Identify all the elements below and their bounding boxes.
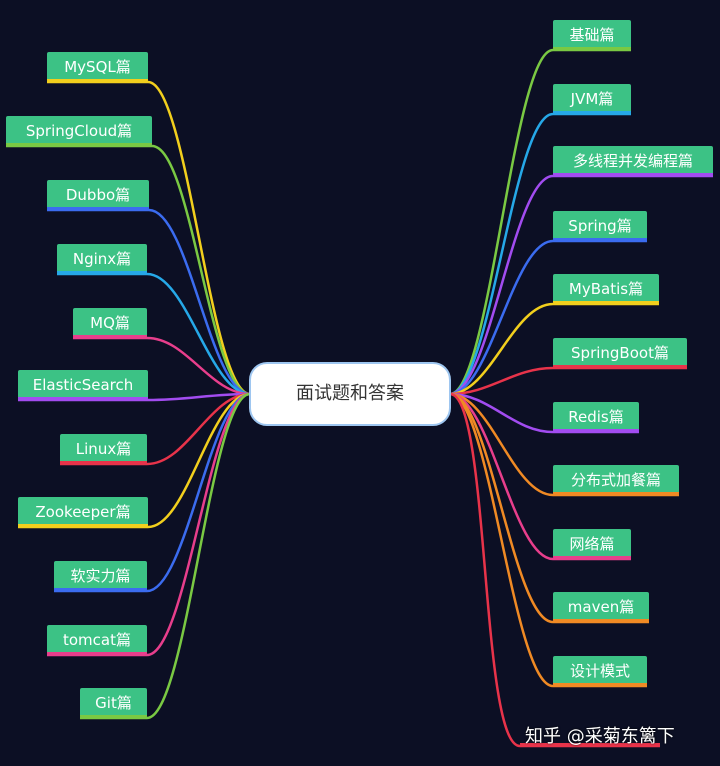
left-branch-node[interactable]: Linux篇 <box>60 434 147 464</box>
left-branch-node[interactable]: Zookeeper篇 <box>18 497 148 527</box>
right-branch-node[interactable]: 基础篇 <box>553 20 631 50</box>
left-branch-node[interactable]: SpringCloud篇 <box>6 116 152 146</box>
left-branch-connector <box>80 392 251 720</box>
left-branch-connector <box>60 392 251 466</box>
left-branch-connector <box>47 392 251 657</box>
right-branch-node[interactable]: Spring篇 <box>553 211 647 241</box>
right-branch-node[interactable]: Redis篇 <box>553 402 639 432</box>
right-branch-node[interactable]: 分布式加餐篇 <box>553 465 679 495</box>
left-branch-node[interactable]: Git篇 <box>80 688 147 718</box>
left-branch-connector <box>18 392 251 529</box>
right-branch-node[interactable]: 网络篇 <box>553 529 631 559</box>
right-branch-node[interactable]: JVM篇 <box>553 84 631 114</box>
left-branch-connector <box>73 336 251 396</box>
right-branch-node[interactable]: SpringBoot篇 <box>553 338 687 368</box>
right-branch-connector <box>449 392 649 624</box>
right-branch-connector <box>449 366 687 396</box>
right-branch-connector <box>449 392 639 434</box>
left-branch-connector <box>6 144 251 396</box>
right-branch-connector <box>449 174 713 396</box>
right-branch-node[interactable]: maven篇 <box>553 592 649 622</box>
right-branch-node[interactable]: 多线程并发编程篇 <box>553 146 713 176</box>
right-branch-connector <box>449 302 659 396</box>
left-branch-node[interactable]: tomcat篇 <box>47 625 147 655</box>
left-branch-connector <box>57 272 251 396</box>
right-branch-node[interactable]: 设计模式 <box>553 656 647 686</box>
right-branch-connector <box>449 112 631 396</box>
left-branch-connector <box>47 208 251 396</box>
left-branch-node[interactable]: ElasticSearch <box>18 370 148 400</box>
watermark: 知乎 @采菊东篱下 <box>525 726 675 747</box>
right-branch-connector <box>449 392 647 688</box>
right-branch-connector <box>449 392 631 561</box>
left-branch-connector <box>18 392 251 402</box>
left-branch-connector <box>54 392 251 593</box>
left-branch-node[interactable]: MQ篇 <box>73 308 147 338</box>
left-branch-node[interactable]: MySQL篇 <box>47 52 148 82</box>
right-branch-connector <box>449 392 679 497</box>
left-branch-connector <box>47 80 251 396</box>
right-branch-connector <box>449 392 660 748</box>
right-branch-node[interactable] <box>520 716 660 746</box>
right-branch-node[interactable]: MyBatis篇 <box>553 274 659 304</box>
left-branch-node[interactable]: Dubbo篇 <box>47 180 149 210</box>
right-branch-connector <box>449 48 631 396</box>
center-topic[interactable]: 面试题和答案 <box>249 362 451 426</box>
right-branch-connector <box>449 239 647 396</box>
left-branch-node[interactable]: Nginx篇 <box>57 244 147 274</box>
left-branch-node[interactable]: 软实力篇 <box>54 561 147 591</box>
